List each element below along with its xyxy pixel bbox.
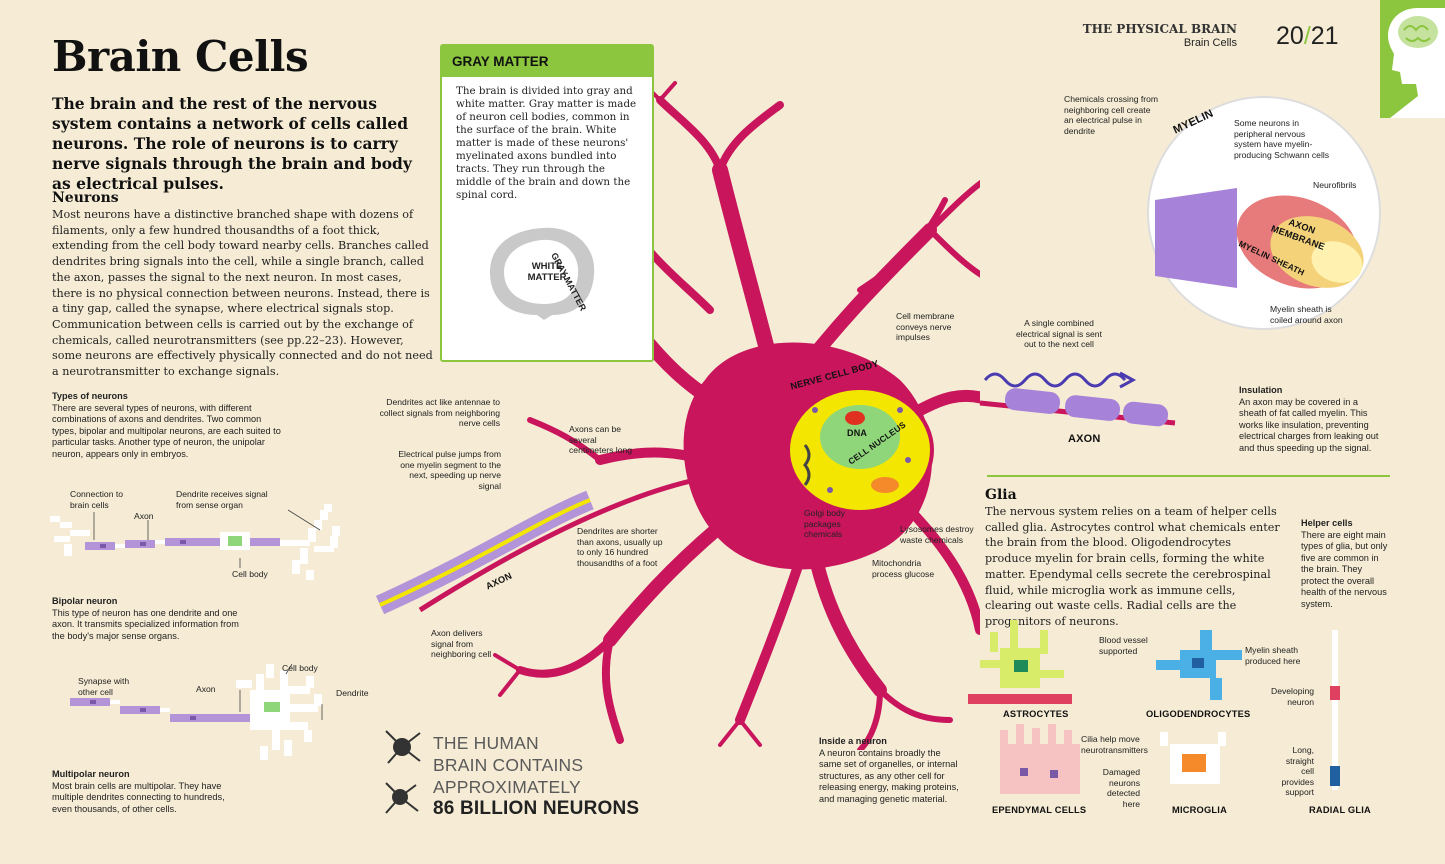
golgi-label: Golgi body packages chemicals bbox=[804, 508, 846, 539]
gray-matter-box: GRAY MATTER The brain is divided into gr… bbox=[440, 44, 654, 362]
glia-cells-illustration bbox=[968, 620, 1340, 794]
helper-heading: Helper cells bbox=[1301, 518, 1353, 528]
insulation-heading: Insulation bbox=[1239, 385, 1283, 395]
dendrites-antennae-label: Dendrites act like antennae to collect s… bbox=[379, 397, 500, 428]
blood-vessel-label: Blood vessel supported bbox=[1099, 635, 1148, 656]
lysosomes-label: Lysosomes destroy waste chemicals bbox=[900, 524, 974, 545]
multipolar-text: Most brain cells are multipolar. They ha… bbox=[52, 780, 225, 814]
multipolar-axon-label: Axon bbox=[196, 684, 216, 694]
bipolar-axon-label: Axon bbox=[134, 511, 154, 521]
pulse-jumps-label: Electrical pulse jumps from one myelin s… bbox=[398, 449, 501, 491]
page-left: 20 bbox=[1276, 22, 1304, 50]
inside-block: Inside a neuron A neuron contains broadl… bbox=[819, 736, 959, 805]
microglia-caption: MICROGLIA bbox=[1172, 805, 1227, 815]
glia-divider bbox=[987, 475, 1390, 477]
mitochondria-label: Mitochondria process glucose bbox=[872, 558, 935, 579]
neurofibrils-label: Neurofibrils bbox=[1313, 180, 1357, 190]
page-title: Brain Cells bbox=[52, 32, 309, 81]
subsection-title: Brain Cells bbox=[1183, 37, 1237, 49]
gray-matter-text: The brain is divided into gray and white… bbox=[456, 85, 637, 201]
neuron-cluster-icon bbox=[385, 730, 421, 814]
schwann-label: Some neurons in peripheral nervous syste… bbox=[1234, 118, 1330, 160]
multipolar-heading: Multipolar neuron bbox=[52, 769, 130, 779]
bipolar-dendrite-label: Dendrite receives signal from sense orga… bbox=[176, 489, 268, 510]
stat-line-4: 86 BILLION NEURONS bbox=[433, 798, 640, 819]
multipolar-neuron-diagram bbox=[70, 663, 323, 760]
section-title: THE PHYSICAL BRAIN bbox=[1082, 22, 1237, 36]
gray-matter-heading: GRAY MATTER bbox=[442, 46, 652, 77]
neurons-heading: Neurons bbox=[52, 190, 119, 206]
bipolar-neuron-diagram bbox=[50, 504, 340, 580]
types-block: Types of neurons There are several types… bbox=[52, 391, 287, 460]
dna-caption: DNA bbox=[847, 428, 868, 438]
damaged-label: Damaged neurons detected here bbox=[1102, 767, 1140, 809]
combined-signal-label: A single combined electrical signal is s… bbox=[1016, 318, 1102, 349]
right-axon-illustration bbox=[979, 371, 1176, 427]
multipolar-cellbody-label: Cell body bbox=[282, 663, 318, 673]
myelin-produced-label: Myelin sheath produced here bbox=[1245, 645, 1301, 666]
multipolar-block: Multipolar neuron Most brain cells are m… bbox=[52, 769, 242, 815]
brain-section-icon bbox=[490, 227, 595, 320]
section-header: THE PHYSICAL BRAIN Brain Cells bbox=[1083, 22, 1237, 50]
cilia-label: Cilia help move neurotransmitters bbox=[1081, 734, 1148, 755]
bipolar-cellbody-label: Cell body bbox=[232, 569, 268, 579]
cell-membrane-label: Cell membrane conveys nerve impulses bbox=[896, 311, 955, 342]
bipolar-text: This type of neuron has one dendrite and… bbox=[52, 607, 239, 641]
types-heading: Types of neurons bbox=[52, 391, 128, 401]
axon-right-caption: AXON bbox=[1068, 433, 1101, 445]
axon-delivers-label: Axon delivers signal from neighboring ce… bbox=[431, 628, 492, 659]
radial-glia-caption: RADIAL GLIA bbox=[1309, 805, 1371, 815]
page-right: 21 bbox=[1310, 22, 1339, 50]
corner-tab bbox=[1380, 0, 1445, 118]
long-cell-label: Long, straight cell provides support bbox=[1281, 745, 1314, 797]
stat-line-3: APPROXIMATELY bbox=[433, 777, 581, 797]
inside-heading: Inside a neuron bbox=[819, 736, 887, 746]
astrocytes-caption: ASTROCYTES bbox=[1003, 709, 1069, 719]
glia-heading: Glia bbox=[985, 487, 1017, 503]
bipolar-block: Bipolar neuron This type of neuron has o… bbox=[52, 596, 242, 642]
glia-text: The nervous system relies on a team of h… bbox=[985, 505, 1280, 628]
nerve-cell-illustration bbox=[375, 81, 980, 750]
intro-text: The brain and the rest of the nervous sy… bbox=[52, 94, 412, 193]
multipolar-dendrite-label: Dendrite bbox=[336, 688, 369, 698]
axons-long-label: Axons can be several centimeters long bbox=[569, 424, 633, 455]
neurons-text: Most neurons have a distinctive branched… bbox=[52, 208, 433, 379]
head-brain-icon bbox=[1388, 8, 1445, 118]
stat-line-2: BRAIN CONTAINS bbox=[433, 755, 584, 775]
coiled-label: Myelin sheath is coiled around axon bbox=[1270, 304, 1343, 325]
ependymal-caption: EPENDYMAL CELLS bbox=[992, 805, 1087, 815]
bipolar-heading: Bipolar neuron bbox=[52, 596, 118, 606]
myelin-illustration bbox=[1155, 188, 1364, 289]
page-separator: / bbox=[1303, 22, 1311, 50]
inside-text: A neuron contains broadly the same set o… bbox=[819, 747, 959, 804]
stat-line-1: THE HUMAN bbox=[433, 733, 539, 753]
insulation-text: An axon may be covered in a sheath of fa… bbox=[1239, 396, 1379, 453]
insulation-block: Insulation An axon may be covered in a s… bbox=[1239, 385, 1384, 454]
neuron-stat: THE HUMAN BRAIN CONTAINS APPROXIMATELY 8… bbox=[433, 732, 639, 820]
dendrites-shorter-label: Dendrites are shorter than axons, usuall… bbox=[577, 526, 663, 568]
helper-block: Helper cells There are eight main types … bbox=[1301, 518, 1391, 610]
chemicals-crossing-label: Chemicals crossing from neighboring cell… bbox=[1064, 94, 1159, 136]
developing-label: Developing neuron bbox=[1271, 686, 1314, 707]
multipolar-synapse-label: Synapse with other cell bbox=[78, 676, 130, 697]
helper-text: There are eight main types of glia, but … bbox=[1301, 529, 1388, 609]
types-text: There are several types of neurons, with… bbox=[52, 402, 281, 459]
oligodendrocytes-caption: OLIGODENDROCYTES bbox=[1146, 709, 1251, 719]
white-matter-label: WHITE MATTER bbox=[527, 261, 567, 283]
page-numbers: 20/21 bbox=[1276, 22, 1339, 51]
bipolar-connection-label: Connection to brain cells bbox=[70, 489, 124, 510]
